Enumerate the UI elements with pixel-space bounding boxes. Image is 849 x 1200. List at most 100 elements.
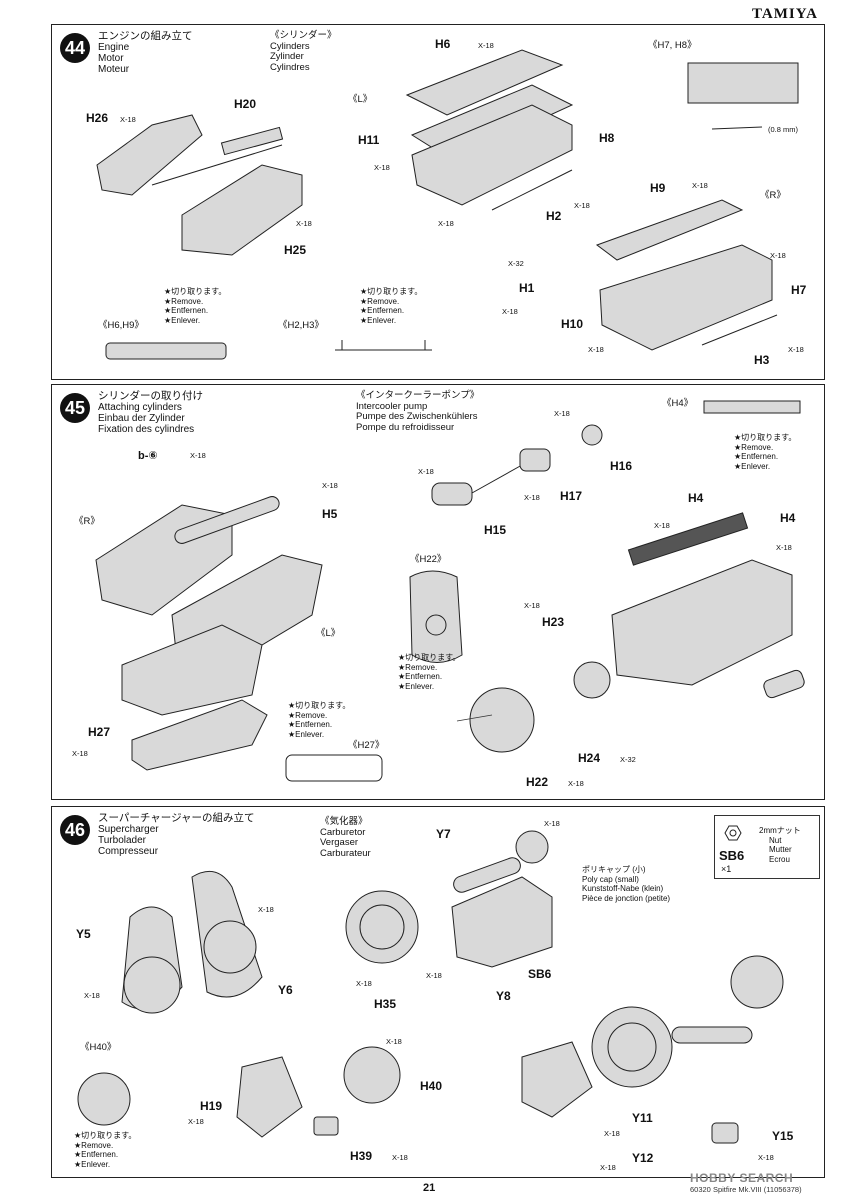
remove-jp: ★切り取ります。: [74, 1131, 137, 1140]
decal-b6: b-⑥: [138, 450, 158, 462]
remove-fr: ★Enlever.: [360, 315, 397, 325]
screw-x18: X-18: [654, 521, 670, 530]
h6h9-label: 《H6,H9》: [98, 320, 144, 331]
label-Y5: Y5: [76, 927, 91, 941]
nut-labels: 2mmナット Nut Mutter Ecrou: [759, 826, 801, 864]
label-H39: H39: [350, 1149, 373, 1163]
remove-note: ★切り取ります。 ★Remove. ★Entfernen. ★Enlever.: [288, 701, 350, 739]
cylinder-attach-drawing: [95, 400, 805, 782]
nut-icon: [724, 825, 742, 841]
label-Y6: Y6: [278, 983, 293, 997]
remove-de: ★Entfernen.: [360, 306, 405, 315]
left-label: 《L》: [316, 628, 341, 639]
h4-manifold: [627, 512, 749, 566]
pump-en: Intercooler pump: [356, 400, 428, 412]
step-title: スーパーチャージャーの組み立て Supercharger Turbolader …: [98, 813, 255, 858]
screw-x18: X-18: [758, 1153, 774, 1162]
step-45-panel: 45 シリンダーの取り付け Attaching cylinders Einbau…: [51, 384, 825, 800]
remove-en: ★Remove.: [74, 1140, 114, 1150]
screw-x18: X-18: [788, 345, 804, 354]
screw-x18: X-18: [574, 201, 590, 210]
screw-x18: X-18: [190, 451, 206, 460]
supercharger-drawing: [77, 830, 784, 1144]
h2h3-label: 《H2,H3》: [278, 320, 324, 331]
screw-x18: X-18: [478, 41, 494, 50]
remove-jp: ★切り取ります。: [164, 287, 227, 296]
label-H4: H4: [780, 511, 796, 525]
crankcase-part: [96, 114, 203, 196]
h27-inset-part: [285, 754, 383, 782]
remove-fr: ★Enlever.: [288, 729, 325, 739]
label-H5: H5: [322, 507, 338, 521]
shaft-line: [151, 144, 283, 186]
label-H11: H11: [358, 133, 380, 147]
remove-fr: ★Enlever.: [398, 681, 435, 691]
label-H22: H22: [526, 775, 549, 789]
nut-de: Mutter: [769, 845, 792, 854]
label-H17: H17: [560, 489, 583, 503]
label-H23: H23: [542, 615, 565, 629]
h15-pump-body: [431, 482, 473, 506]
screw-x18: X-18: [600, 1163, 616, 1172]
h27-callout: 《H27》: [348, 740, 385, 751]
cyl-en: Cylinders: [270, 40, 310, 52]
title-en: Supercharger: [98, 824, 159, 835]
screw-x18: X-18: [554, 409, 570, 418]
title-de: Motor: [98, 53, 124, 64]
h4-callout: 《H4》: [662, 398, 694, 409]
h16-part: [581, 424, 603, 446]
label-Y7: Y7: [436, 827, 451, 841]
screw-x18: X-18: [258, 905, 274, 914]
h22-callout: 《H22》: [410, 554, 447, 565]
label-H19: H19: [200, 1099, 223, 1113]
right-label: 《R》: [74, 516, 100, 527]
h22-gear: [469, 687, 535, 753]
label-Y8: Y8: [496, 989, 511, 1003]
remove-de: ★Entfernen.: [288, 720, 333, 729]
mm-note: (0.8 mm): [768, 125, 798, 134]
h40-part: [343, 1046, 401, 1104]
engine-assembly: [611, 559, 793, 686]
cyl-fr: Cylindres: [270, 61, 310, 73]
y7-tube: [453, 857, 521, 893]
remove-jp: ★切り取ります。: [360, 287, 423, 296]
label-SB6: SB6: [528, 967, 552, 981]
step-number: 44: [60, 33, 90, 63]
screw-x18: X-18: [568, 779, 584, 788]
remove-note: ★切り取ります。 ★Remove. ★Entfernen. ★Enlever.: [398, 653, 460, 691]
h40-inset-part: [77, 1072, 131, 1126]
screw-x18: X-18: [588, 345, 604, 354]
y7-flange: [515, 830, 549, 864]
screw-x18: X-18: [386, 1037, 402, 1046]
h17-part: [519, 448, 551, 472]
label-H10: H10: [561, 317, 584, 331]
h6h9-inset-part: [105, 342, 227, 360]
label-H24: H24: [578, 751, 601, 765]
title-de: Turbolader: [98, 835, 146, 846]
carburetor-assembly: [521, 1041, 593, 1118]
y6-ring: [203, 920, 257, 974]
quantity: ×1: [721, 864, 732, 874]
h23-gear: [573, 661, 611, 699]
screw-x18: X-18: [418, 467, 434, 476]
screw-x18: X-18: [502, 307, 518, 316]
label-H16: H16: [610, 459, 633, 473]
polycap-note: ポリキャップ (小) Poly cap (small) Kunststoff-N…: [582, 865, 670, 903]
y15-part: [711, 1122, 739, 1144]
engine-assembly-drawing: [96, 49, 799, 360]
remove-de: ★Entfernen.: [74, 1150, 119, 1159]
screw-x18: X-18: [524, 601, 540, 610]
label-H3: H3: [754, 353, 770, 367]
h22-hole: [425, 614, 447, 636]
screw-x18: X-18: [426, 971, 442, 980]
pump-de: Pumpe des Zwischenkühlers: [356, 411, 478, 422]
remove-en: ★Remove.: [164, 296, 204, 306]
remove-note: ★切り取ります。 ★Remove. ★Entfernen. ★Enlever.: [360, 287, 422, 325]
h7h8-part: [687, 62, 799, 104]
remove-note: ★切り取ります。 ★Remove. ★Entfernen. ★Enlever.: [164, 287, 226, 325]
remove-en: ★Remove.: [288, 710, 328, 720]
label-H1: H1: [519, 281, 535, 295]
screw-x18: X-18: [604, 1129, 620, 1138]
page-number: 21: [423, 1182, 436, 1194]
label-H40: H40: [420, 1079, 443, 1093]
